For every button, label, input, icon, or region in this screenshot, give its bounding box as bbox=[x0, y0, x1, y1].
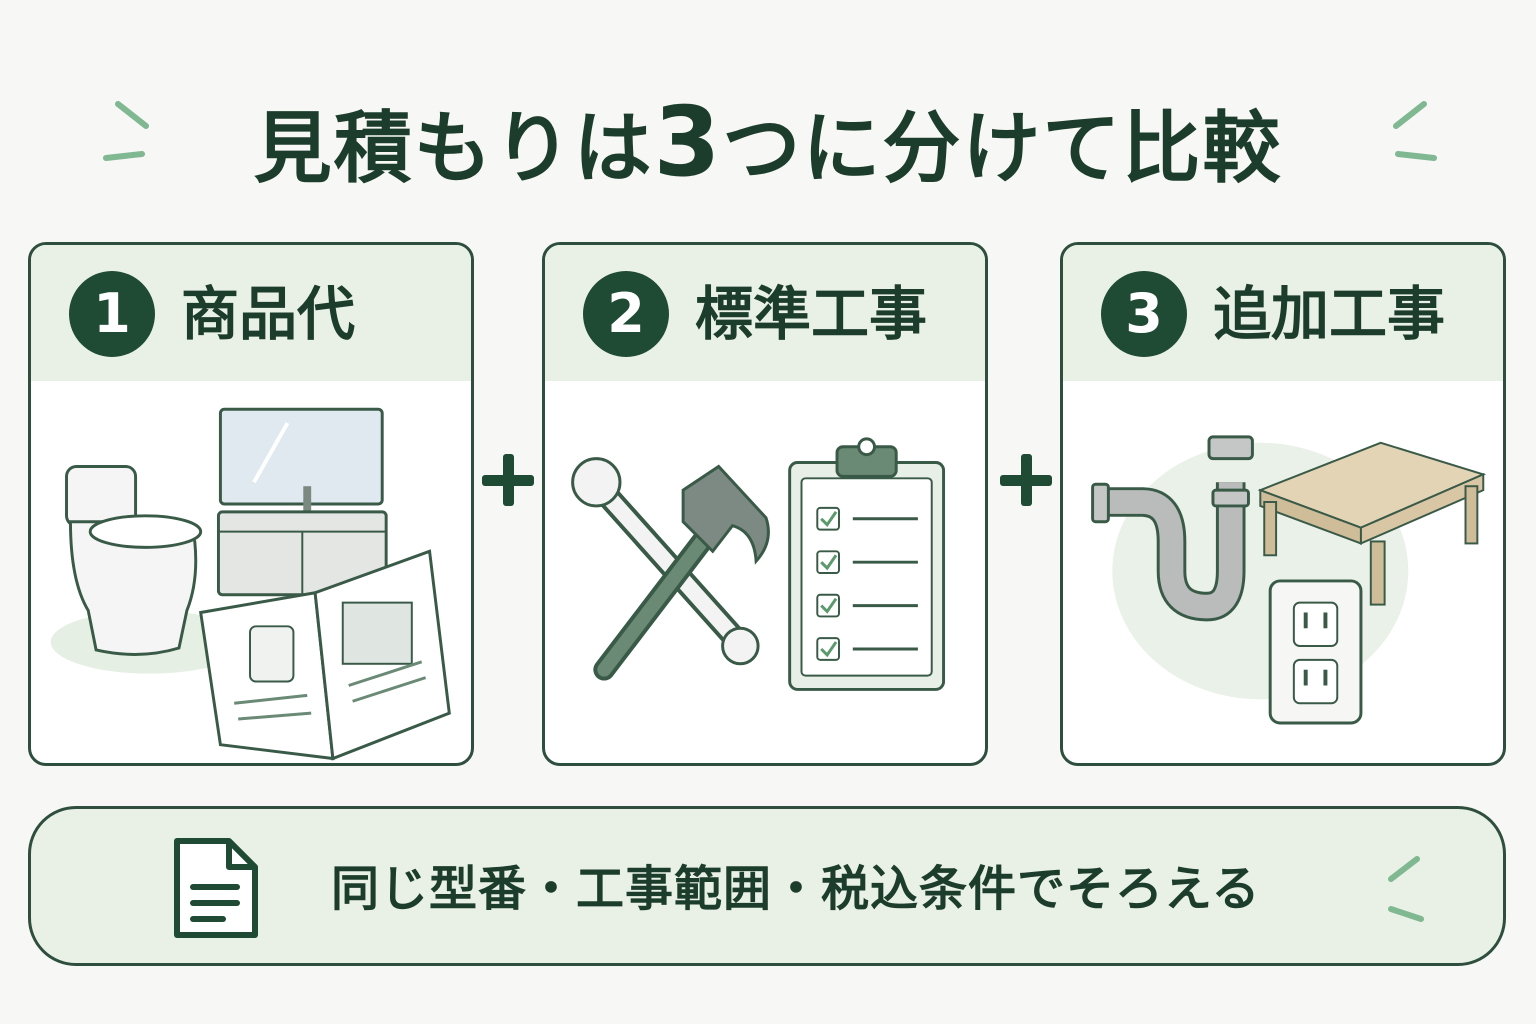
card-additional-work: 3 追加工事 bbox=[1060, 242, 1506, 766]
title-suffix: つに分けて比較 bbox=[722, 104, 1283, 194]
card-title-additional: 追加工事 bbox=[1213, 280, 1446, 348]
step-badge-3: 3 bbox=[1101, 271, 1187, 357]
footer-deco bbox=[1388, 856, 1424, 922]
title-number: 3 bbox=[653, 86, 723, 198]
card-header: 3 追加工事 bbox=[1063, 245, 1503, 381]
title-prefix: 見積もりは bbox=[253, 104, 654, 194]
page-title: 見積もりは3つに分けて比較 bbox=[0, 82, 1536, 202]
card-title-standard: 標準工事 bbox=[695, 280, 928, 348]
hammer-icon bbox=[593, 464, 770, 681]
card-header: 2 標準工事 bbox=[545, 245, 985, 381]
footer-text: 同じ型番・工事範囲・税込条件でそろえる bbox=[331, 861, 1261, 917]
standard-work-illustration bbox=[571, 437, 946, 691]
catalog-icon bbox=[199, 549, 451, 761]
plus-icon bbox=[996, 450, 1056, 510]
card-product-cost: 1 商品代 bbox=[28, 242, 474, 766]
toilet-icon bbox=[65, 465, 203, 656]
outlet-icon bbox=[1268, 579, 1363, 725]
vanity-icon bbox=[216, 407, 388, 597]
step-badge-2: 2 bbox=[583, 271, 669, 357]
title-deco-left bbox=[103, 101, 149, 161]
card-standard-work: 2 標準工事 bbox=[542, 242, 988, 766]
pipe-icon bbox=[1091, 435, 1254, 622]
plus-icon bbox=[478, 450, 538, 510]
additional-work-illustration bbox=[1091, 435, 1487, 725]
step-badge-1: 1 bbox=[69, 271, 155, 357]
card-header: 1 商品代 bbox=[31, 245, 471, 381]
document-icon bbox=[174, 838, 258, 938]
title-deco-right bbox=[1393, 101, 1437, 161]
floor-joist-icon bbox=[1257, 441, 1487, 606]
card-title-product: 商品代 bbox=[181, 280, 356, 348]
footer-note: 同じ型番・工事範囲・税込条件でそろえる bbox=[28, 806, 1506, 966]
checklist-icon bbox=[788, 437, 946, 691]
product-illustration bbox=[50, 407, 451, 761]
